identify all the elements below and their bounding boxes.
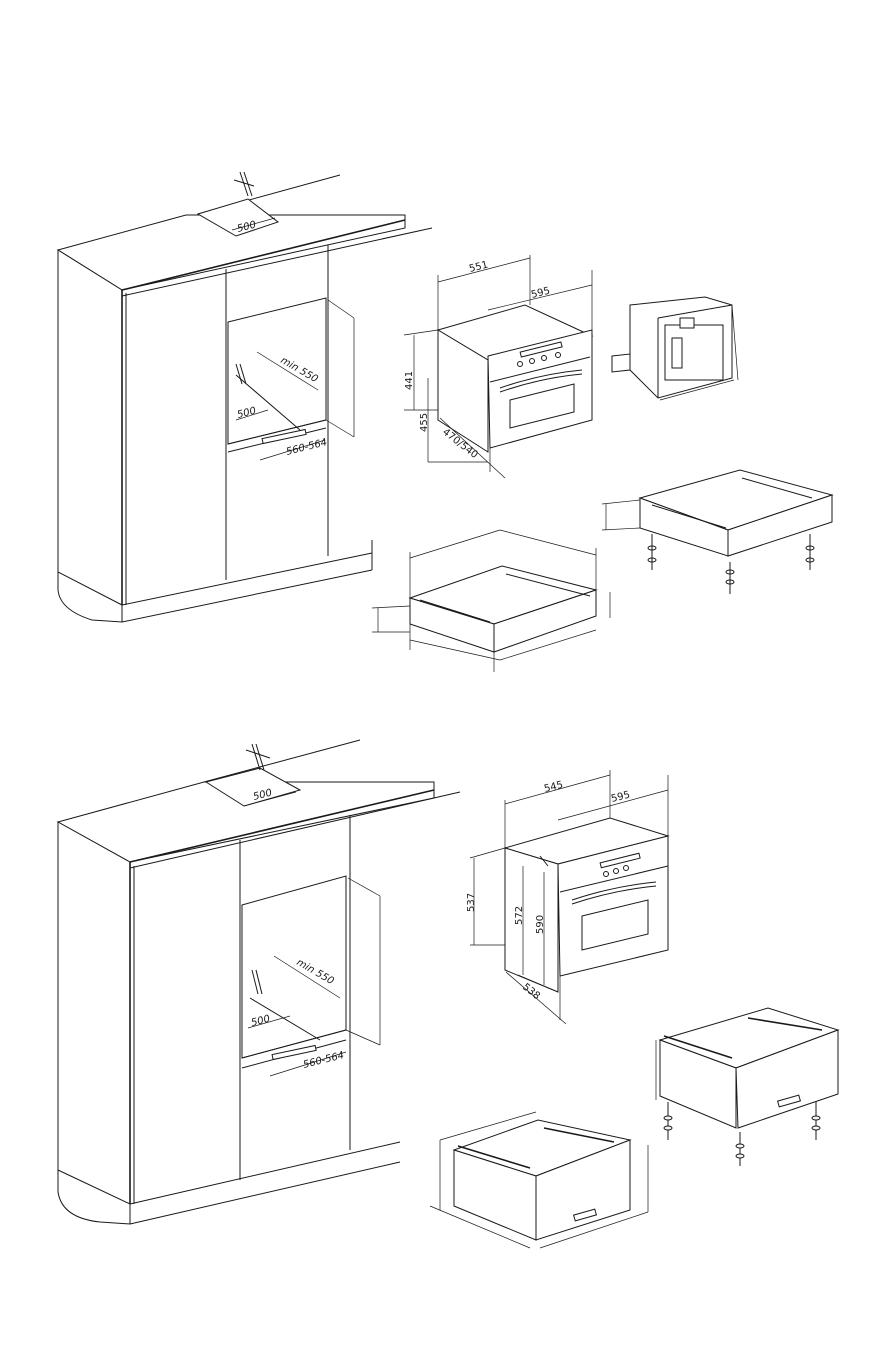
bottom-warming-drawer-middle [429,1111,649,1249]
top-warming-drawer-middle [371,529,611,672]
faucet-icon [235,363,247,385]
bottom-oven-width-label: 595 [610,790,631,805]
bottom-warming-drawer-right [655,1007,840,1166]
top-niche-width-label: 500 [236,220,257,235]
top-oven-height-upper-label: 441 [404,371,415,390]
top-oven-height-lower-label: 455 [419,413,430,432]
bottom-oven-height-body-label: 537 [466,893,477,912]
top-cabinet: 500 min 550 500 560-564 [56,171,433,623]
top-oven-depth-label: 551 [468,260,489,275]
foot-icon [647,534,657,570]
foot-icon [805,534,815,570]
faucet-icon [251,969,263,995]
foot-icon [735,1132,745,1166]
bottom-niche-width-label: 500 [252,788,273,803]
bottom-oven: 545 595 537 572 590 538 [466,770,670,1025]
top-inner-width-label: 500 [236,406,257,421]
foot-icon [811,1102,821,1140]
top-cutout-height-label: 560-564 [285,437,328,458]
top-compact-oven: 551 595 441 455 470/540 [403,255,594,479]
bottom-cutout-height-label: 560-564 [302,1050,345,1071]
bottom-oven-height-inner-label: 572 [514,906,525,925]
top-warming-drawer-right [601,469,834,594]
bottom-oven-depth-label: 545 [543,780,564,795]
bottom-inner-width-label: 500 [250,1014,271,1029]
faucet-icon [245,743,271,771]
foot-icon [663,1102,673,1140]
bottom-cabinet: 500 min 550 500 560-564 [56,739,461,1225]
bottom-oven-depth-lower-label: 538 [520,982,542,1002]
coffee-machine [611,296,739,401]
bottom-oven-height-front-label: 590 [535,915,546,934]
top-oven-width-label: 595 [530,286,551,301]
foot-icon [725,562,735,594]
faucet-icon [233,171,255,197]
